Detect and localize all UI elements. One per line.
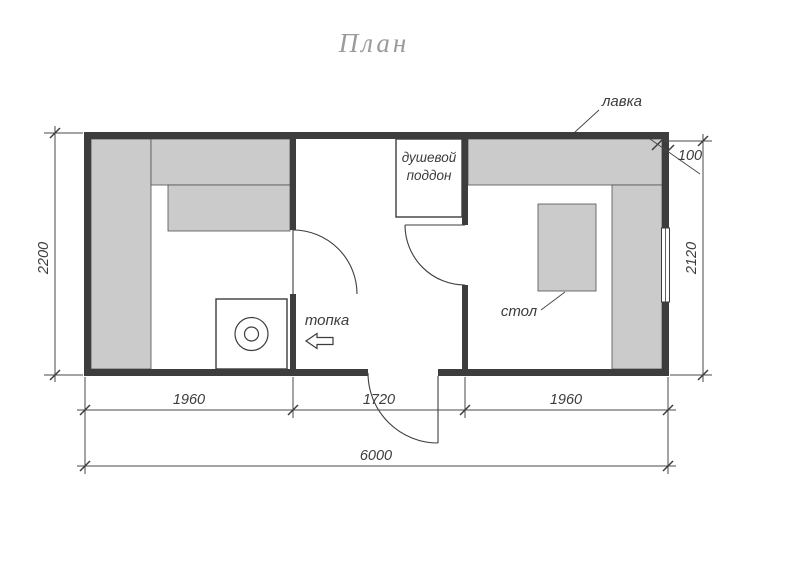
stove-burner-inner bbox=[243, 326, 260, 342]
bench-leader-line bbox=[574, 109, 600, 133]
doors bbox=[292, 224, 466, 444]
dimension-6000: 6000 bbox=[77, 448, 676, 472]
dimension-ticks bbox=[651, 137, 675, 158]
dimension-extension-lines bbox=[44, 132, 83, 376]
dimension-extension-lines bbox=[84, 377, 669, 474]
dimension-value: 2200 bbox=[36, 242, 52, 275]
table-label: стол bbox=[501, 303, 538, 320]
dimension-ticks bbox=[49, 127, 61, 381]
table-callout: стол bbox=[501, 291, 566, 320]
bench-right-top bbox=[467, 138, 663, 186]
page-title: План bbox=[338, 28, 410, 58]
stove bbox=[215, 298, 288, 370]
door-entrance-swing-arc bbox=[367, 372, 439, 444]
dimension-value-right-room: 1960 bbox=[550, 392, 582, 408]
dimension-room-widths: 1960 1720 1960 bbox=[77, 377, 676, 474]
bench-label: лавка bbox=[601, 93, 642, 110]
shower-tray: душевой поддон bbox=[395, 138, 463, 218]
bench-left-top-tier bbox=[150, 138, 291, 186]
door-left-swing-arc bbox=[292, 229, 358, 295]
dimension-ticks bbox=[79, 460, 674, 472]
dimension-ticks bbox=[79, 404, 674, 416]
window bbox=[661, 227, 670, 303]
shower-tray-label-line1: душевой bbox=[402, 150, 457, 165]
table-shape bbox=[537, 203, 597, 292]
bench-callout: лавка bbox=[574, 93, 642, 133]
furnace-direction-arrow-icon bbox=[304, 332, 334, 350]
bench-left-column bbox=[90, 138, 152, 370]
bench-left-second-tier bbox=[167, 184, 291, 232]
shower-tray-outline bbox=[395, 138, 463, 218]
dimension-value-left-room: 1960 bbox=[173, 392, 205, 408]
dimension-value: 2120 bbox=[684, 242, 700, 275]
shower-tray-label-line2: поддон bbox=[407, 168, 452, 183]
dimension-value-middle-room: 1720 bbox=[363, 392, 395, 408]
stove-burner-outer bbox=[234, 316, 269, 352]
table-leader-line bbox=[540, 291, 566, 311]
dimension-ticks bbox=[697, 135, 709, 381]
dimension-line bbox=[649, 138, 701, 175]
dimension-2120: 2120 bbox=[664, 134, 712, 382]
bench-right-column bbox=[611, 184, 663, 370]
dimension-2200: 2200 bbox=[36, 126, 83, 382]
door-middle-swing-arc bbox=[404, 224, 466, 286]
furnace-callout: топка bbox=[304, 312, 349, 350]
furnace-label: топка bbox=[305, 312, 349, 329]
stove-outline bbox=[215, 298, 288, 370]
dimension-value: 6000 bbox=[360, 448, 392, 464]
dimension-value: 100 bbox=[678, 148, 702, 164]
dimension-100: 100 bbox=[649, 137, 702, 175]
benches bbox=[90, 138, 663, 370]
